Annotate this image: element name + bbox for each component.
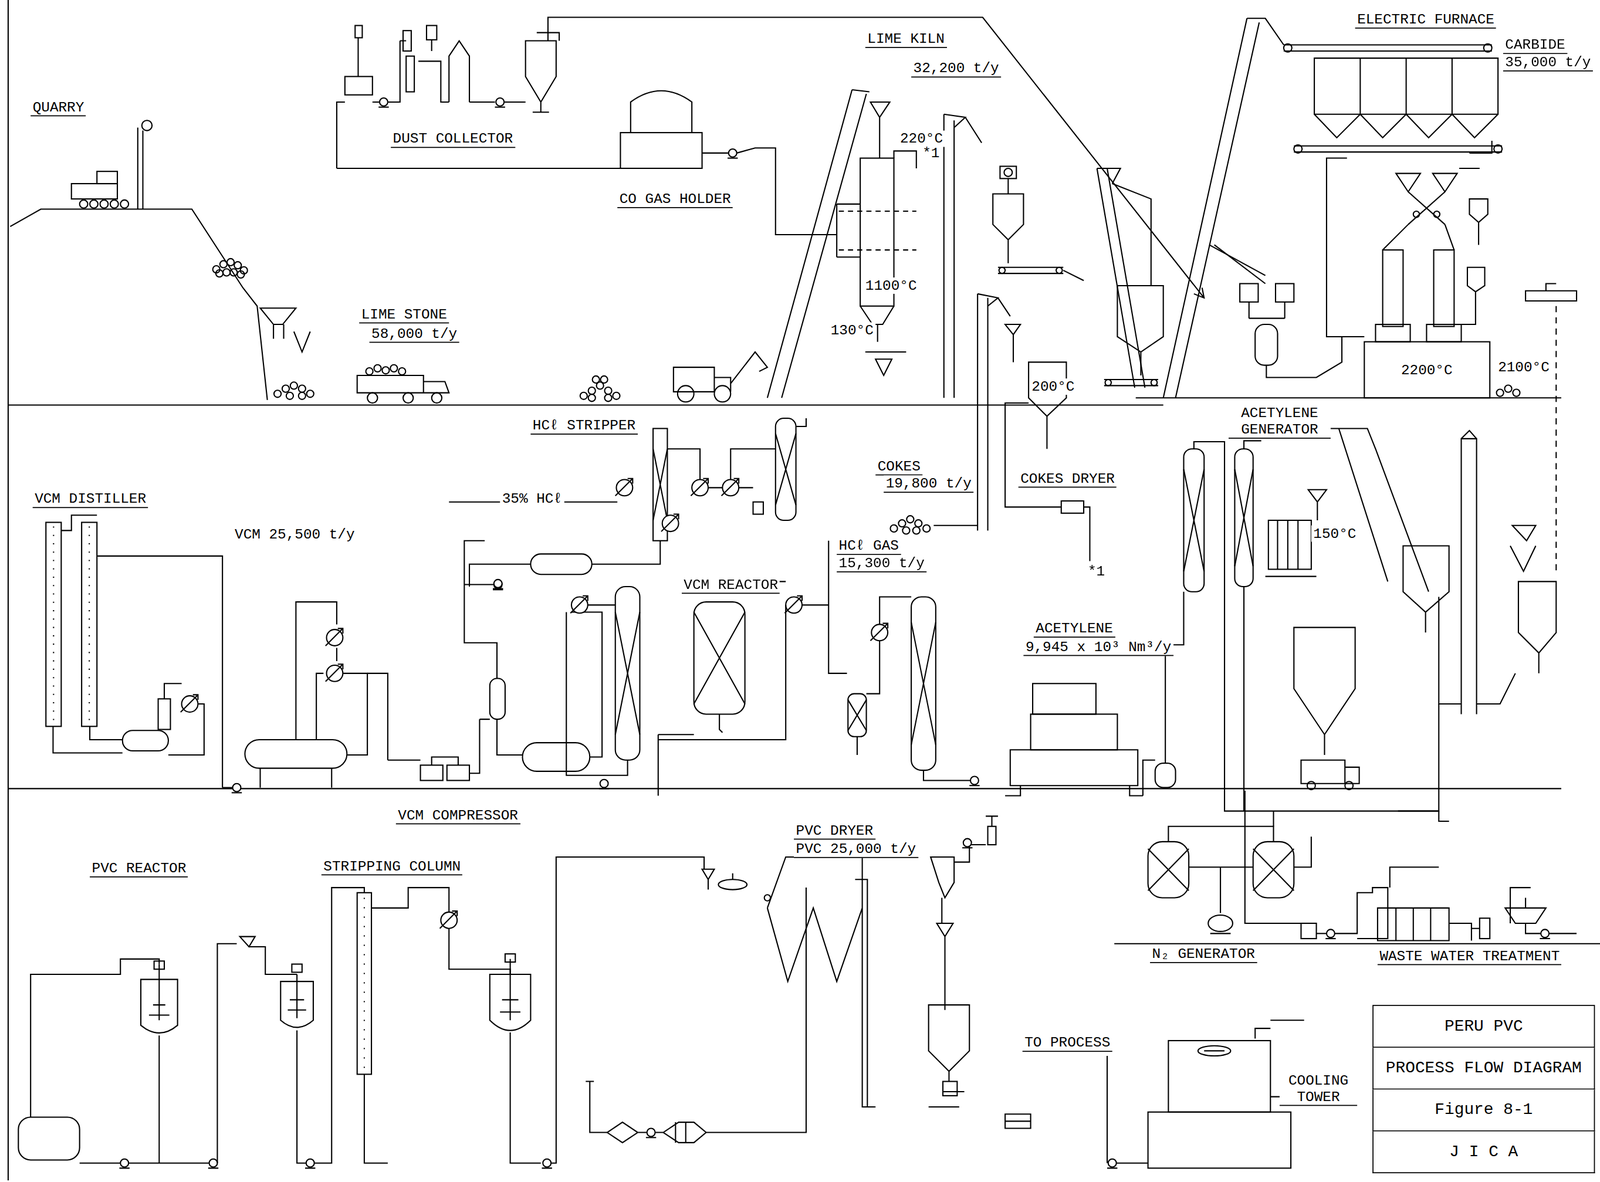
equipment-label: CO GAS HOLDER — [617, 190, 733, 209]
equipment-label: 130°C — [828, 322, 876, 340]
title-text: Figure 8-1 — [1434, 1101, 1533, 1120]
equipment-label: 35,000 t/y — [1503, 53, 1593, 72]
equipment-label: 2100°C — [1496, 359, 1552, 376]
equipment-label: 35% HCℓ — [499, 491, 564, 508]
title-block-cell: PROCESS FLOW DIAGRAM — [1372, 1047, 1595, 1090]
equipment-label: 2200°C — [1398, 362, 1455, 379]
equipment-label: STRIPPING COLUMN — [321, 858, 463, 876]
equipment-label: N₂ GENERATOR — [1149, 945, 1257, 964]
equipment-label: QUARRY — [30, 99, 87, 117]
equipment-label: LIME STONE — [359, 306, 449, 324]
equipment-label: 19,800 t/y — [883, 475, 974, 493]
equipment-label: PVC REACTOR — [89, 860, 189, 878]
equipment-label: WASTE WATER TREATMENT — [1377, 948, 1562, 966]
equipment-label: CARBIDE — [1503, 36, 1568, 55]
equipment-label: COKES — [875, 458, 923, 476]
title-text: PROCESS FLOW DIAGRAM — [1385, 1059, 1582, 1078]
equipment-label: 1100°C — [863, 277, 919, 294]
equipment-label: 32,200 t/y — [911, 60, 1001, 79]
equipment-label: ACETYLENE GENERATOR — [1228, 404, 1331, 439]
equipment-label: *1 — [1086, 563, 1108, 580]
title-block-cell: Figure 8-1 — [1372, 1089, 1595, 1132]
equipment-label: ACETYLENE — [1033, 620, 1115, 638]
equipment-label: TO PROCESS — [1022, 1034, 1113, 1053]
equipment-label: DUST COLLECTOR — [390, 130, 516, 149]
equipment-label: VCM REACTOR — [681, 576, 781, 595]
title-text: PERU PVC — [1444, 1017, 1524, 1036]
equipment-label: 58,000 t/y — [369, 325, 460, 344]
equipment-label: HCℓ GAS — [836, 538, 901, 556]
equipment-label: ELECTRIC FURNACE — [1355, 11, 1497, 29]
equipment-label: HCℓ STRIPPER — [530, 417, 638, 435]
equipment-label: 200°C — [1029, 378, 1077, 395]
title-text: J I C A — [1449, 1142, 1518, 1162]
equipment-label: VCM DISTILLER — [32, 491, 149, 509]
equipment-label: PVC 25,000 t/y — [793, 840, 919, 859]
equipment-label: 150°C — [1311, 525, 1359, 543]
equipment-label: COKES DRYER — [1018, 470, 1118, 489]
equipment-label: LIME KILN — [865, 30, 947, 49]
title-block-cell: PERU PVC — [1372, 1005, 1595, 1048]
equipment-label: *1 — [920, 144, 942, 162]
equipment-label: PVC DRYER — [793, 822, 875, 841]
equipment-label: 15,300 t/y — [836, 555, 927, 573]
equipment-label: COOLING TOWER — [1279, 1072, 1358, 1106]
equipment-label: VCM COMPRESSOR — [396, 807, 521, 825]
equipment-label: VCM 25,500 t/y — [232, 526, 358, 543]
title-block-cell: J I C A — [1372, 1131, 1595, 1174]
equipment-label: 9,945 x 10³ Nm³/y — [1023, 638, 1173, 657]
